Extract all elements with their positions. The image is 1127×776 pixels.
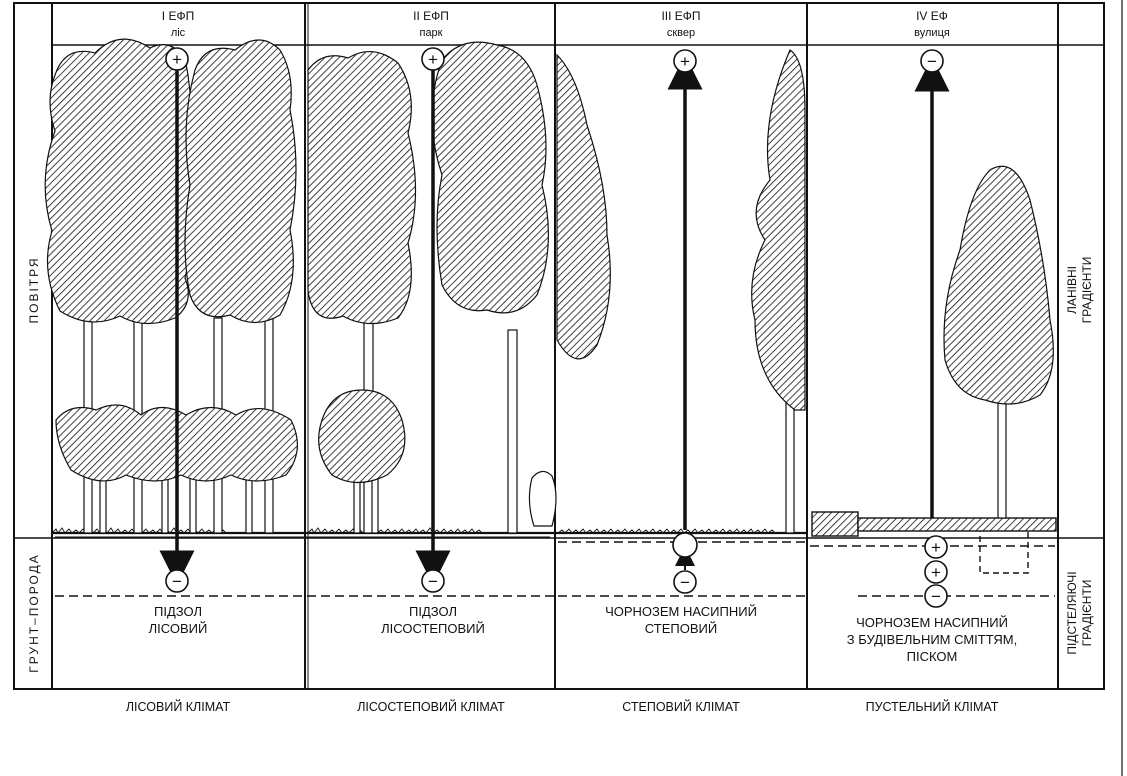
pole-col3-surface [672, 532, 698, 558]
sign-col4-b3: − [931, 587, 941, 606]
climate-col2: ЛІСОСТЕПОВИЙ КЛІМАТ [357, 699, 505, 714]
pole-col4-b3 [924, 584, 948, 608]
sign-col1-top: + [172, 50, 182, 69]
label-air: ПОВІТРЯ [27, 256, 41, 323]
soil-col4-line1: ЧОРНОЗЕМ НАСИПНИЙ [856, 615, 1008, 630]
soil-col2-line1: ПІДЗОЛ [409, 604, 457, 619]
forest-trees [44, 38, 1054, 534]
sign-col3-bottom: − [680, 573, 690, 592]
soil-col4-line3: ПІСКОМ [907, 649, 958, 664]
heading-col4: IV ЕФ [916, 9, 948, 23]
pole-col4-top [920, 49, 944, 73]
pole-col1-top [165, 47, 189, 71]
soil-col1-line1: ПІДЗОЛ [154, 604, 202, 619]
pole-col4-b2 [924, 560, 948, 584]
subheading-col2: парк [419, 27, 442, 39]
soil-col4-line2: З БУДІВЕЛЬНИМ СМІТТЯМ, [847, 632, 1017, 647]
soil-labels: ПІДЗОЛ ЛІСОВИЙ ПІДЗОЛ ЛІСОСТЕПОВИЙ ЧОРНО… [149, 604, 1018, 664]
heading-col1: I ЕФП [162, 9, 194, 23]
soil-col1-line2: ЛІСОВИЙ [149, 621, 208, 636]
label-underlying-1: ПІДСТЕЛЯЮЧІ [1065, 571, 1079, 654]
sign-col2-top: + [428, 50, 438, 69]
label-lateral-1: ЛАНІВНІ [1065, 266, 1079, 314]
column-headings: I ЕФП ліс II ЕФП парк III ЕФП сквер IV Е… [162, 9, 950, 39]
sign-col4-top: − [927, 52, 937, 71]
pole-signs: + − + − + − − + + − [172, 50, 941, 606]
subheading-col1: ліс [171, 27, 186, 39]
right-labels: ЛАНІВНІ ГРАДІЄНТИ ПІДСТЕЛЯЮЧІ ГРАДІЄНТИ [1065, 257, 1094, 655]
climate-labels: ЛІСОВИЙ КЛІМАТ ЛІСОСТЕПОВИЙ КЛІМАТ СТЕПО… [126, 699, 999, 714]
subheading-col4: вулиця [914, 27, 950, 39]
label-lateral-2: ГРАДІЄНТИ [1080, 257, 1094, 324]
pole-col3-bottom [673, 570, 697, 594]
soil-col3-line2: СТЕПОВИЙ [645, 621, 717, 636]
climate-col3: СТЕПОВИЙ КЛІМАТ [622, 699, 740, 714]
pole-col3-top [673, 49, 697, 73]
soil-col3-line1: ЧОРНОЗЕМ НАСИПНИЙ [605, 604, 757, 619]
climate-col1: ЛІСОВИЙ КЛІМАТ [126, 699, 231, 714]
subheading-col3: сквер [667, 27, 695, 39]
heading-col3: III ЕФП [661, 9, 700, 23]
pole-col4-b1 [924, 535, 948, 559]
soil-col2-line2: ЛІСОСТЕПОВИЙ [381, 621, 485, 636]
gradient-arrows [159, 54, 950, 586]
sign-col4-b2: + [931, 563, 941, 582]
pole-markers [165, 47, 948, 608]
sign-col1-bottom: − [172, 572, 182, 591]
climate-col4: ПУСТЕЛЬНИЙ КЛІМАТ [866, 699, 999, 714]
sign-col3-top: + [680, 52, 690, 71]
pole-col2-bottom [421, 569, 445, 593]
pole-col2-top [421, 47, 445, 71]
left-labels: ПОВІТРЯ ГРУНТ–ПОРОДА [27, 256, 41, 672]
heading-col2: II ЕФП [413, 9, 449, 23]
pole-col1-bottom [165, 569, 189, 593]
label-underlying-2: ГРАДІЄНТИ [1080, 580, 1094, 647]
street-pavement [811, 511, 1057, 537]
label-ground: ГРУНТ–ПОРОДА [27, 553, 41, 672]
sign-col4-b1: + [931, 538, 941, 557]
sign-col2-bottom: − [428, 572, 438, 591]
